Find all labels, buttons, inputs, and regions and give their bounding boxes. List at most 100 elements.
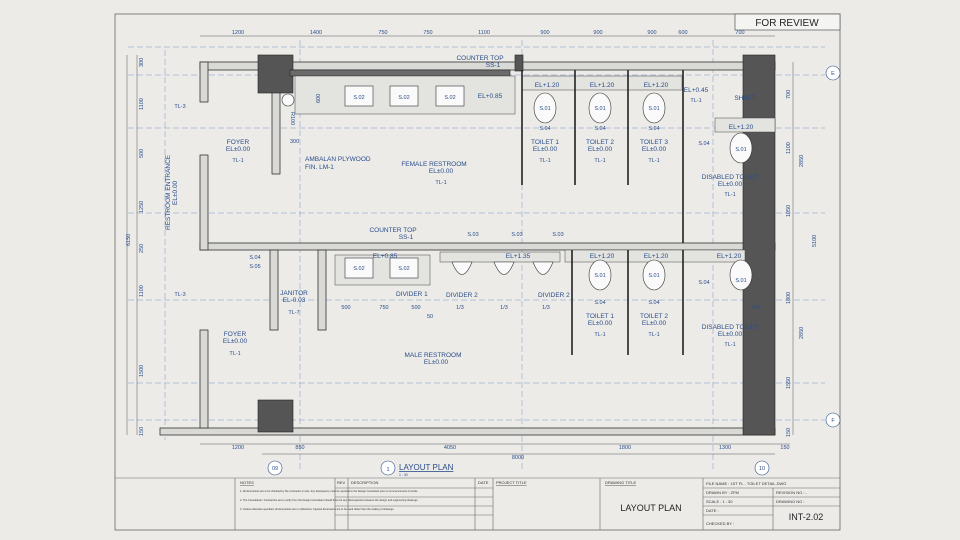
svg-text:S.01: S.01 <box>539 106 550 112</box>
svg-text:S.01: S.01 <box>735 147 746 153</box>
svg-text:DIVIDER 2: DIVIDER 2 <box>446 292 478 299</box>
svg-text:EL±0.00: EL±0.00 <box>424 359 449 366</box>
svg-text:S.03: S.03 <box>467 232 478 238</box>
svg-text:EL+1.20: EL+1.20 <box>590 253 615 260</box>
svg-text:S.04: S.04 <box>648 300 659 306</box>
svg-text:TL-1: TL-1 <box>594 158 605 164</box>
svg-text:FEMALE RESTROOM: FEMALE RESTROOM <box>401 161 466 168</box>
svg-text:6150: 6150 <box>126 234 132 246</box>
svg-text:EL±0.00: EL±0.00 <box>642 320 667 327</box>
svg-text:250: 250 <box>139 244 145 253</box>
svg-text:EL+1.35: EL+1.35 <box>506 253 531 260</box>
svg-text:500: 500 <box>341 305 350 311</box>
female-restroom-labels: COUNTER TOP SS-1 EL+0.85 S.02 S.02 S.02 … <box>289 55 758 198</box>
svg-text:2. The Consultants / Contracto: 2. The Consultants / Contractors are to … <box>240 498 418 502</box>
svg-text:S.02: S.02 <box>398 95 409 101</box>
svg-text:EL±0.00: EL±0.00 <box>223 338 248 345</box>
svg-text:EL+0.85: EL+0.85 <box>373 253 398 260</box>
male-restroom-labels: COUNTER TOP SS-1 S.03 S.03 S.03 EL+0.85 … <box>249 227 760 366</box>
svg-text:1. All dimensions are to be ch: 1. All dimensions are to be checked by t… <box>240 489 418 493</box>
svg-text:LAYOUT PLAN: LAYOUT PLAN <box>620 503 681 513</box>
title-block-text: NOTES 1. All dimensions are to be checke… <box>240 480 823 526</box>
svg-text:150: 150 <box>139 427 145 436</box>
svg-text:1800: 1800 <box>619 445 631 451</box>
svg-text:DATE :: DATE : <box>706 508 719 513</box>
svg-text:600: 600 <box>678 30 687 36</box>
svg-text:R100: R100 <box>289 112 295 125</box>
svg-text:EL±0.00: EL±0.00 <box>642 146 667 153</box>
svg-text:900: 900 <box>647 30 656 36</box>
svg-text:MALE RESTROOM: MALE RESTROOM <box>404 352 461 359</box>
svg-text:SHAFT: SHAFT <box>734 95 755 102</box>
svg-text:S.02: S.02 <box>353 266 364 272</box>
svg-text:1/3: 1/3 <box>500 305 508 311</box>
svg-text:EL±0.00: EL±0.00 <box>588 320 613 327</box>
svg-text:S.04: S.04 <box>249 255 260 261</box>
svg-text:EL+0.85: EL+0.85 <box>478 93 503 100</box>
svg-text:EL±0.00: EL±0.00 <box>533 146 558 153</box>
svg-text:TL-1: TL-1 <box>648 332 659 338</box>
svg-text:500: 500 <box>411 305 420 311</box>
svg-text:TL-1: TL-1 <box>648 158 659 164</box>
svg-text:COUNTER TOP: COUNTER TOP <box>456 55 503 62</box>
svg-text:EL±0.00: EL±0.00 <box>172 180 179 205</box>
svg-text:TL-1: TL-1 <box>724 342 735 348</box>
svg-text:S.01: S.01 <box>594 106 605 112</box>
svg-text:4050: 4050 <box>444 445 456 451</box>
svg-text:TOILET 2: TOILET 2 <box>640 313 668 320</box>
dimension-labels-bottom: 1200 850 4050 1800 1300 150 8000 <box>232 445 790 461</box>
svg-text:EL+1.20: EL+1.20 <box>644 82 669 89</box>
svg-text:TL-3: TL-3 <box>174 104 185 110</box>
svg-text:DISABLED TOILET: DISABLED TOILET <box>702 174 759 181</box>
svg-text:1300: 1300 <box>719 445 731 451</box>
svg-text:FOYER: FOYER <box>224 331 247 338</box>
svg-text:5100: 5100 <box>812 235 818 247</box>
svg-text:1100: 1100 <box>139 98 145 110</box>
svg-text:EL+1.20: EL+1.20 <box>729 124 754 131</box>
dimension-labels-right: 700 1100 1050 1800 1550 150 2850 2850 51… <box>786 90 818 437</box>
svg-text:JANITOR: JANITOR <box>280 290 308 297</box>
dimension-labels-left: 300 1100 500 1250 250 1100 1500 150 6150 <box>126 58 145 436</box>
sanitary-ware <box>281 85 753 291</box>
svg-text:TOILET 1: TOILET 1 <box>531 139 559 146</box>
svg-text:300: 300 <box>290 139 299 145</box>
svg-text:DIVIDER 1: DIVIDER 1 <box>396 291 428 298</box>
svg-text:S.04: S.04 <box>698 141 709 147</box>
svg-text:700: 700 <box>786 90 792 99</box>
svg-text:TL-1: TL-1 <box>435 180 446 186</box>
svg-text:PROJECT TITLE: PROJECT TITLE <box>496 480 527 485</box>
svg-text:150: 150 <box>780 445 789 451</box>
svg-text:S.03: S.03 <box>552 232 563 238</box>
plan-number: 1 <box>386 467 389 473</box>
svg-text:EL±0.00: EL±0.00 <box>718 181 743 188</box>
svg-text:300: 300 <box>139 58 145 67</box>
svg-text:600: 600 <box>316 94 322 103</box>
svg-text:FILE NAME : 1ST FL - TOILET D: FILE NAME : 1ST FL - TOILET DETAIL.DWG <box>706 481 786 486</box>
svg-text:S.03: S.03 <box>511 232 522 238</box>
svg-text:AMBALAN PLYWOOD: AMBALAN PLYWOOD <box>305 156 371 163</box>
grid-f: F <box>831 418 835 424</box>
svg-text:S.04: S.04 <box>698 280 709 286</box>
svg-text:1200: 1200 <box>232 30 244 36</box>
svg-text:TL-1: TL-1 <box>229 351 240 357</box>
svg-text:S.04: S.04 <box>539 126 550 132</box>
svg-text:SS-1: SS-1 <box>399 234 414 241</box>
svg-text:1100: 1100 <box>786 142 792 154</box>
svg-text:TL-1: TL-1 <box>690 98 701 104</box>
svg-text:900: 900 <box>540 30 549 36</box>
svg-text:1400: 1400 <box>310 30 322 36</box>
dimension-labels-top: 1200 1400 750 750 1100 900 900 900 600 7… <box>232 30 745 36</box>
svg-text:TOILET 3: TOILET 3 <box>640 139 668 146</box>
svg-text:S.01: S.01 <box>594 273 605 279</box>
svg-text:EL+1.20: EL+1.20 <box>717 253 742 260</box>
svg-text:DISABLED TOILET: DISABLED TOILET <box>702 324 759 331</box>
svg-text:FOYER: FOYER <box>227 139 250 146</box>
svg-text:1550: 1550 <box>786 377 792 389</box>
svg-text:750: 750 <box>378 30 387 36</box>
svg-text:SCALE : 1 : 30: SCALE : 1 : 30 <box>706 499 733 504</box>
svg-text:1500: 1500 <box>139 365 145 377</box>
grid-e: E <box>831 71 835 77</box>
grid-10: 10 <box>759 466 765 472</box>
svg-text:1/3: 1/3 <box>456 305 464 311</box>
